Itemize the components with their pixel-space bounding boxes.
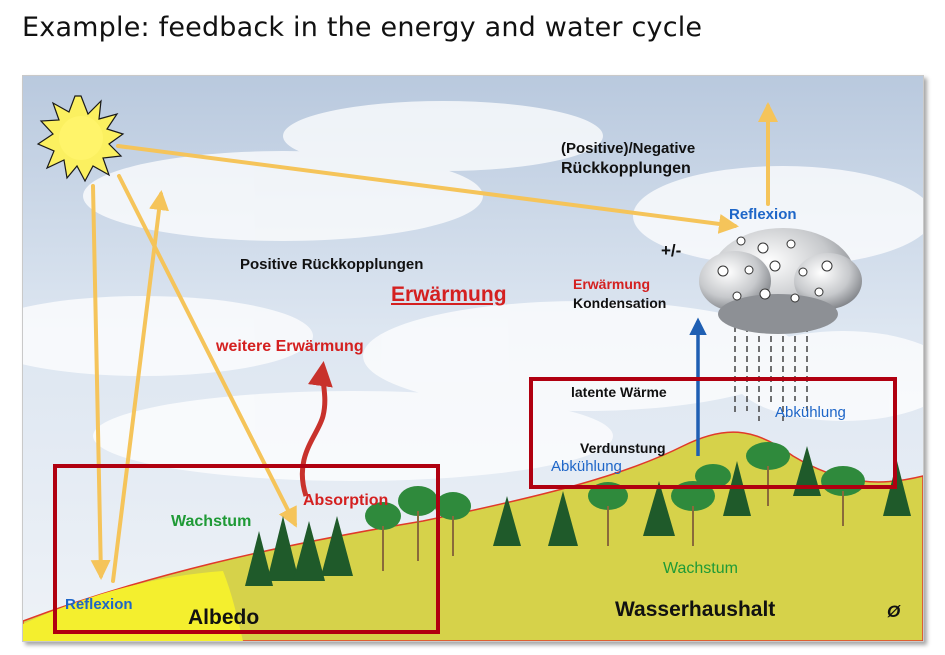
label-cooling-left: Abkühlung [551, 458, 622, 475]
label-warming-big: Erwärmung [391, 283, 507, 306]
label-plus-minus: +/- [661, 241, 682, 260]
label-growth-left: Wachstum [171, 513, 252, 530]
label-pos-neg-line1: (Positive)/Negative [561, 140, 696, 157]
highlight-box-albedo [53, 464, 440, 634]
ice-area [23, 571, 243, 641]
label-water-balance: Wasserhaushalt [615, 598, 776, 621]
label-pos-neg-line2: Rückkopplungen [561, 160, 691, 177]
label-warming-small: Erwärmung [573, 276, 651, 292]
highlight-box-water [529, 377, 897, 489]
label-latent-heat: latente Wärme [571, 384, 667, 400]
label-albedo: Albedo [188, 606, 260, 629]
storm-cloud [699, 228, 862, 334]
logo-mark: Ø [887, 602, 901, 621]
label-reflexion-cloud: Reflexion [729, 206, 797, 223]
diagram-canvas [23, 76, 923, 641]
label-cooling-right: Abkühlung [775, 404, 846, 421]
page-title: Example: feedback in the energy and wate… [22, 12, 703, 43]
arrow-sun-to-ice [90, 184, 111, 580]
arrow-ice-reflection [111, 190, 169, 583]
label-evaporation: Verdunstung [580, 440, 666, 456]
rain [734, 326, 808, 421]
label-absorption: Absorption [303, 492, 389, 509]
label-further-warming: weitere Erwärmung [216, 338, 364, 355]
feedback-diagram: (Positive)/Negative Rückkopplungen Refle… [22, 75, 924, 642]
background-clouds [23, 101, 923, 481]
label-condensation: Kondensation [573, 295, 667, 311]
sun-icon [36, 95, 125, 183]
label-reflexion-ground: Reflexion [65, 596, 133, 613]
label-growth-right: Wachstum [663, 560, 738, 577]
label-positive-feedback: Positive Rückkopplungen [240, 256, 424, 273]
arrow-sun-to-cloud [116, 144, 739, 234]
